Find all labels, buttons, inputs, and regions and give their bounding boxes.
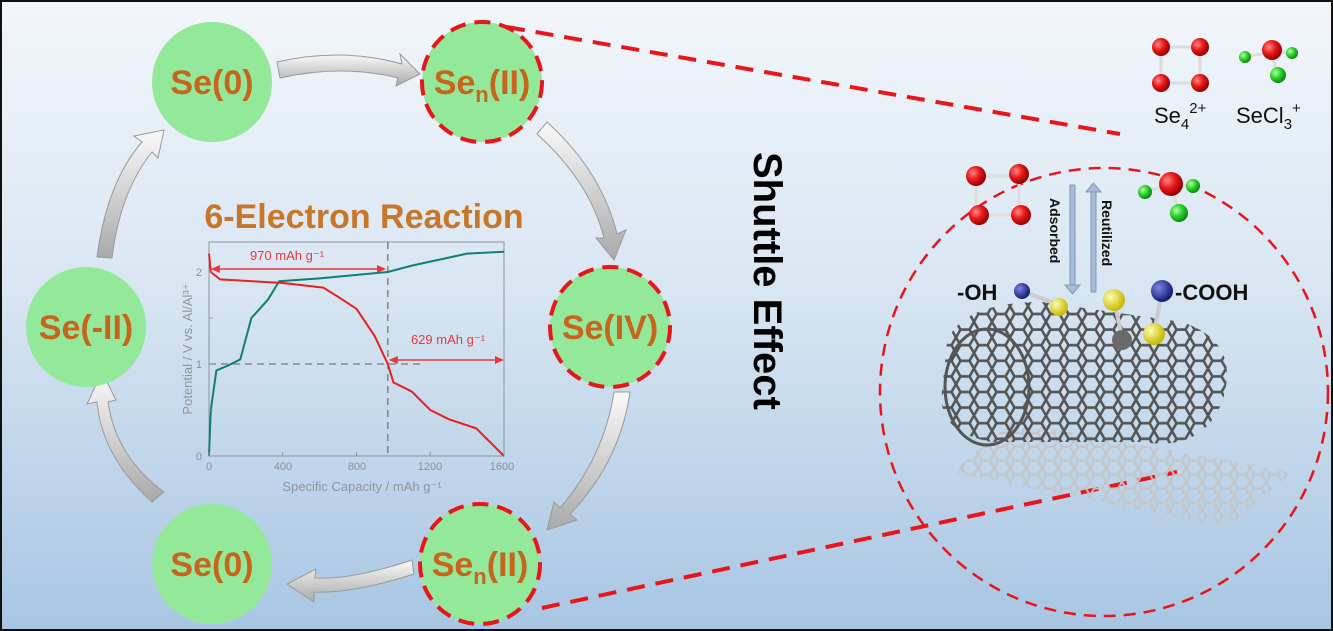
- voltage-capacity-chart: 0 1 2 0 400 800 1200 1600 Specific Capac…: [180, 241, 514, 494]
- arrow-629-head: [495, 356, 504, 364]
- discharge-curve: [208, 253, 505, 457]
- cycle-node-se-iv: Se(IV): [548, 265, 672, 389]
- shuttle-effect-title: Shuttle Effect: [745, 152, 789, 410]
- arrow-970-head: [210, 265, 220, 273]
- x-tick-label: 800: [348, 461, 366, 473]
- y-axis-label: Potential / V vs. Al/Al³⁺: [180, 283, 195, 414]
- node-label: Se(0): [170, 546, 253, 584]
- adsorbed-label: Adsorbed: [1047, 198, 1063, 263]
- se4-molecule-icon: [966, 164, 1031, 225]
- adsorbed-arrow-icon: [1063, 184, 1082, 295]
- node-label: Se(-II): [39, 309, 133, 347]
- reutilized-arrow-icon: [1084, 182, 1103, 293]
- graphene-sheet-icon: [952, 422, 1292, 527]
- node-label: Se(IV): [562, 309, 658, 347]
- reaction-title: 6-Electron Reaction: [204, 198, 523, 236]
- cycle-node-sen-ii-top: Sen(II): [420, 20, 544, 144]
- y-tick-label: 2: [196, 267, 202, 279]
- x-tick-label: 0: [206, 461, 212, 473]
- cycle-arrows: [86, 52, 631, 603]
- secl3-molecule-icon: [1138, 172, 1200, 222]
- reutilized-label: Reutilized: [1099, 200, 1115, 266]
- node-label: Sen(II): [432, 546, 529, 589]
- oh-label: -OH: [957, 280, 997, 305]
- secl3-molecule-icon: [1239, 40, 1298, 83]
- y-tick-label: 0: [196, 451, 202, 463]
- cycle-node-sen-ii-bottom: Sen(II): [418, 502, 542, 626]
- se4-label: Se42+: [1154, 100, 1207, 133]
- node-label: Se(0): [170, 64, 253, 102]
- zoom-dashed-lines: [506, 25, 1178, 610]
- charge-curve: [208, 250, 505, 457]
- zoom-circle: [878, 166, 1330, 618]
- y-tick-label: 1: [196, 359, 202, 371]
- x-tick-label: 1200: [418, 461, 442, 473]
- arrow-629-head: [388, 356, 398, 364]
- cooh-group-icon: [1103, 280, 1173, 350]
- node-label: Sen(II): [434, 64, 531, 107]
- arrow-970-head: [377, 265, 386, 273]
- secl3-label: SeCl3+: [1236, 100, 1301, 133]
- x-tick-label: 1600: [490, 461, 514, 473]
- annotation-629: 629 mAh g⁻¹: [411, 332, 486, 347]
- carbon-nanotube-icon: [941, 302, 1227, 447]
- cooh-label: -COOH: [1175, 280, 1248, 305]
- se4-molecule-icon: [1152, 38, 1209, 92]
- x-tick-label: 400: [274, 461, 292, 473]
- oh-group-icon: [1014, 283, 1068, 316]
- x-axis-label: Specific Capacity / mAh g⁻¹: [282, 479, 442, 494]
- cycle-node-se0-top: Se(0): [152, 22, 272, 142]
- annotation-970: 970 mAh g⁻¹: [250, 248, 325, 263]
- cycle-node-se0-bottom: Se(0): [152, 504, 272, 624]
- cycle-node-se-minus-ii: Se(-II): [26, 267, 146, 387]
